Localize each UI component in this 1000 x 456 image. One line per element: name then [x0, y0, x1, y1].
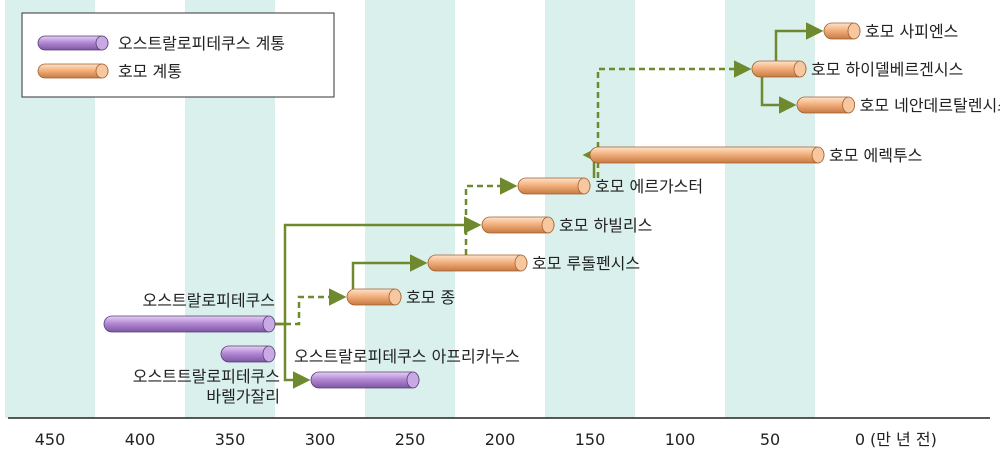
- link-australopithecus-to-homo-species: [275, 288, 347, 326]
- label-homo-heidelbergensis: 호모 하이델베르겐시스: [811, 60, 963, 79]
- tick-label: 250: [395, 430, 426, 449]
- tick-label: 100: [665, 430, 696, 449]
- bar-homo-species: [346, 288, 402, 306]
- tick-label: 300: [305, 430, 336, 449]
- axis-unit-label: (만 년 전): [870, 430, 937, 449]
- tick-label: 0: [855, 430, 865, 449]
- label-homo-erectus: 호모 에렉투스: [829, 146, 922, 165]
- bar-australopithecus-bahrelghazali: [220, 345, 276, 363]
- tick-label: 200: [485, 430, 516, 449]
- tick-label: 350: [215, 430, 246, 449]
- tick-label: 450: [35, 430, 66, 449]
- label-homo-rudolfensis: 호모 루돌펜시스: [532, 254, 640, 273]
- legend-swatch-homo: [37, 63, 109, 79]
- link-homo-heidelbergensis-to-homo-sapiens: [774, 22, 824, 61]
- tick-label: 150: [575, 430, 606, 449]
- bar-homo-erectus: [589, 146, 825, 164]
- tick-label: 50: [760, 430, 780, 449]
- time-band: [365, 0, 455, 418]
- legend: 오스트랄로피테쿠스 계통 호모 계통: [21, 12, 335, 98]
- legend-label-australopithecus: 오스트랄로피테쿠스 계통: [118, 34, 285, 53]
- label-homo-species: 호모 종: [406, 288, 455, 307]
- label-australopithecus: 오스트랄로피테쿠스: [143, 291, 275, 310]
- tick-label: 400: [125, 430, 156, 449]
- bar-australopithecus-africanus: [310, 371, 420, 389]
- time-axis: 450 400 350 300 250 200 150 100 50 0 (만 년 전): [8, 417, 990, 449]
- label-homo-ergaster: 호모 에르가스터: [595, 177, 703, 196]
- legend-label-homo: 호모 계통: [118, 62, 182, 81]
- bar-homo-heidelbergensis: [751, 60, 807, 78]
- bar-homo-rudolfensis: [427, 254, 528, 272]
- bar-homo-habilis: [481, 216, 555, 234]
- lineage-links: [275, 22, 824, 389]
- bar-homo-sapiens: [823, 22, 861, 40]
- legend-swatch-australopithecus: [37, 35, 109, 51]
- species-bars: [103, 22, 861, 389]
- link-homo-species-to-homo-rudolfensis: [351, 254, 428, 289]
- label-australopithecus-africanus: 오스트랄로피테쿠스 아프리카누스: [294, 347, 520, 366]
- time-band: [545, 0, 635, 418]
- bar-australopithecus: [103, 315, 276, 333]
- link-australopithecus-to-australopithecus-africanus: [275, 322, 311, 389]
- label-homo-sapiens: 호모 사피엔스: [865, 22, 958, 41]
- bar-homo-neanderthalensis: [796, 96, 855, 114]
- legend-box: [21, 12, 335, 98]
- label-homo-habilis: 호모 하빌리스: [559, 216, 652, 235]
- link-homo-heidelbergensis-to-homo-neanderthalensis: [760, 77, 797, 114]
- label-homo-neanderthalensis: 호모 네안데르탈렌시스: [860, 96, 1000, 115]
- bar-homo-ergaster: [517, 177, 591, 195]
- link-homo-rudolfensis-to-homo-ergaster: [464, 177, 518, 255]
